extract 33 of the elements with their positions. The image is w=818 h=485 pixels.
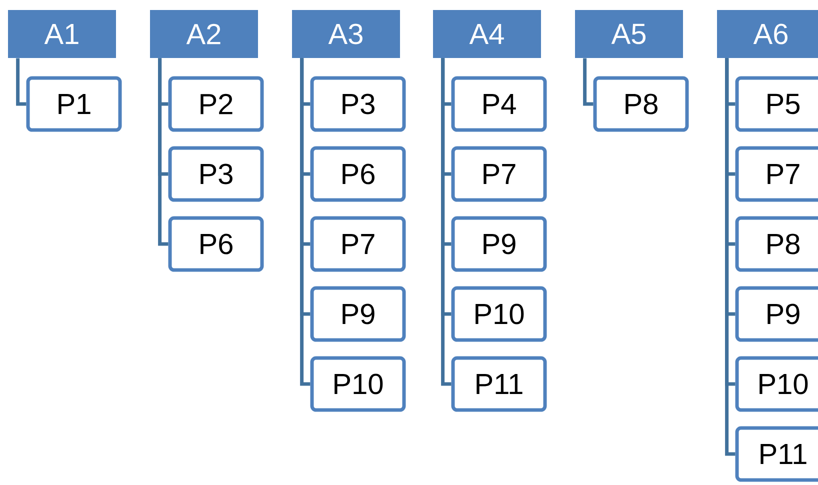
item-box: P10 bbox=[451, 286, 547, 342]
connector-line bbox=[158, 58, 168, 246]
item-box: P3 bbox=[168, 146, 264, 202]
item-box: P2 bbox=[168, 76, 264, 132]
item-box: P10 bbox=[735, 356, 818, 412]
item-box: P6 bbox=[310, 146, 406, 202]
item-box: P9 bbox=[735, 286, 818, 342]
connector-line bbox=[583, 58, 594, 106]
connector-line bbox=[725, 58, 736, 456]
item-box: P11 bbox=[735, 426, 818, 482]
item-box: P11 bbox=[451, 356, 547, 412]
item-box: P8 bbox=[735, 216, 818, 272]
header-box: A1 bbox=[8, 10, 116, 58]
item-box: P4 bbox=[451, 76, 547, 132]
header-box: A5 bbox=[575, 10, 683, 58]
item-box: P7 bbox=[735, 146, 818, 202]
item-box: P10 bbox=[310, 356, 406, 412]
header-box: A6 bbox=[717, 10, 818, 58]
connector-line bbox=[16, 58, 26, 106]
item-box: P9 bbox=[310, 286, 406, 342]
item-box: P6 bbox=[168, 216, 264, 272]
header-box: A4 bbox=[433, 10, 541, 58]
item-box: P3 bbox=[310, 76, 406, 132]
item-box: P7 bbox=[310, 216, 406, 272]
item-box: P5 bbox=[735, 76, 818, 132]
item-box: P7 bbox=[451, 146, 547, 202]
header-box: A2 bbox=[150, 10, 258, 58]
item-box: P1 bbox=[26, 76, 122, 132]
header-box: A3 bbox=[292, 10, 400, 58]
item-box: P8 bbox=[593, 76, 689, 132]
item-box: P9 bbox=[451, 216, 547, 272]
connector-line bbox=[441, 58, 452, 386]
connector-line bbox=[300, 58, 310, 386]
